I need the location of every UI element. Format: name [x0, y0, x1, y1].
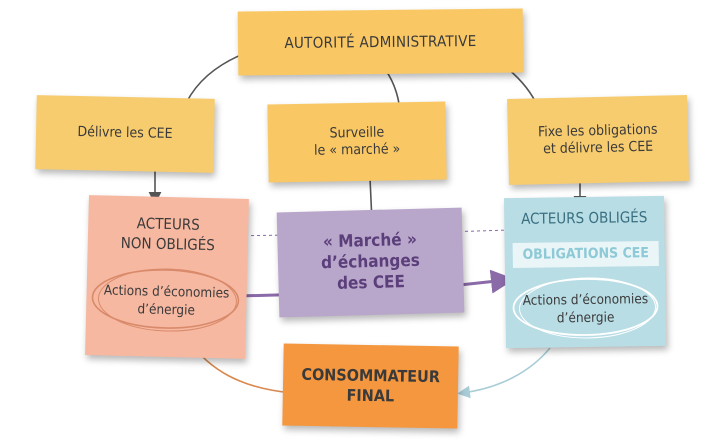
node-fixe-obligations: Fixe les obligations et délivre les CEE — [507, 94, 689, 186]
consommateur-label: CONSOMMATEUR FINAL — [301, 364, 441, 406]
actions-left-ellipse — [91, 268, 240, 332]
node-acteurs-non-obliges: ACTEURS NON OBLIGÉS Actions d’économies … — [85, 195, 249, 359]
surveille-label: Surveille le « marché » — [313, 124, 401, 159]
actions-left-label: Actions d’économies d’énergie — [103, 282, 230, 319]
obligations-cee-banner: OBLIGATIONS CEE — [512, 240, 659, 269]
acteurs-non-obliges-title: ACTEURS NON OBLIGÉS — [120, 214, 216, 254]
node-marche-echanges: « Marché » d’échanges des CEE — [276, 207, 465, 318]
marche-label: « Marché » d’échanges des CEE — [320, 229, 421, 295]
node-autorite-administrative: AUTORITÉ ADMINISTRATIVE — [237, 8, 524, 76]
actions-right-label: Actions d’économies d’énergie — [522, 291, 649, 327]
acteurs-obliges-title: ACTEURS OBLIGÉS — [521, 208, 648, 228]
node-acteurs-obliges: ACTEURS OBLIGÉS OBLIGATIONS CEE Actions … — [503, 195, 667, 349]
delivre-label: Délivre les CEE — [77, 124, 173, 143]
node-consommateur-final: CONSOMMATEUR FINAL — [282, 343, 459, 429]
arrow-obliges-to-consommateur — [457, 347, 551, 399]
node-delivre-cee: Délivre les CEE — [35, 95, 215, 173]
dashed-arrow-obliges-to-marche — [444, 229, 511, 235]
actions-right-ellipse — [512, 277, 659, 339]
fixe-label: Fixe les obligations et délivre les CEE — [537, 121, 658, 158]
autorite-label: AUTORITÉ ADMINISTRATIVE — [284, 31, 477, 52]
node-surveille-marche: Surveille le « marché » — [267, 101, 447, 183]
